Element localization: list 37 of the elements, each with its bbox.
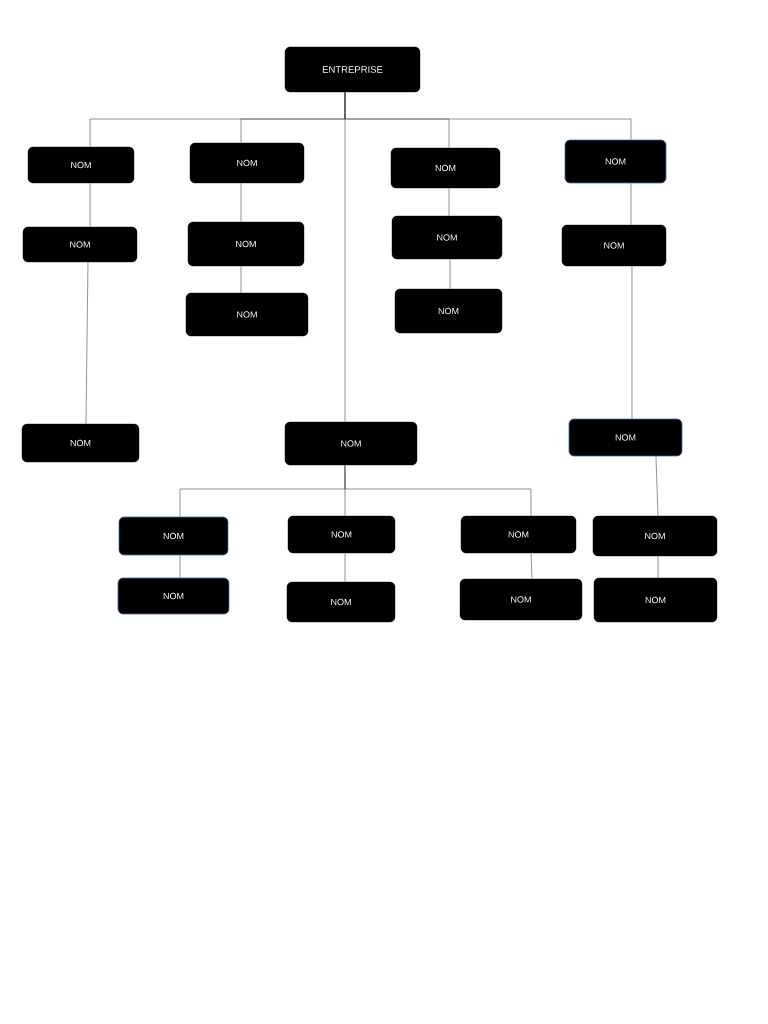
connector-line <box>630 183 632 226</box>
org-box: NOM <box>27 146 135 184</box>
org-box: NOM <box>284 421 418 466</box>
org-box: NOM <box>185 292 309 337</box>
org-box: ENTREPRISE <box>284 46 421 93</box>
org-box: NOM <box>592 515 718 557</box>
org-box: NOM <box>187 221 305 267</box>
org-box: NOM <box>391 215 503 260</box>
org-box: NOM <box>568 418 683 457</box>
connector-line <box>631 265 633 419</box>
org-box: NOM <box>189 142 305 184</box>
org-box: NOM <box>459 578 583 621</box>
connector-line <box>449 258 451 290</box>
connector-line <box>344 464 532 517</box>
org-box: NOM <box>390 147 501 189</box>
connector-line <box>344 552 346 583</box>
connector-line <box>179 555 181 578</box>
connector-line <box>344 91 346 423</box>
org-box: NOM <box>561 224 667 267</box>
connector-line <box>657 555 659 579</box>
org-box: NOM <box>394 288 503 334</box>
org-box: NOM <box>287 515 396 554</box>
connector-line <box>240 182 242 223</box>
connector-line <box>89 182 91 228</box>
org-box: NOM <box>286 581 396 623</box>
org-box: NOM <box>460 515 577 554</box>
org-box: NOM <box>593 577 718 623</box>
org-box: NOM <box>117 577 230 615</box>
org-box: NOM <box>118 516 229 556</box>
org-box: NOM <box>21 423 140 463</box>
connector-line <box>448 187 450 217</box>
org-box: NOM <box>22 226 138 263</box>
connector-line <box>240 265 242 294</box>
connector-line <box>530 552 533 580</box>
org-box: NOM <box>564 139 667 184</box>
connector-line <box>655 456 659 517</box>
connector-line <box>85 261 89 425</box>
